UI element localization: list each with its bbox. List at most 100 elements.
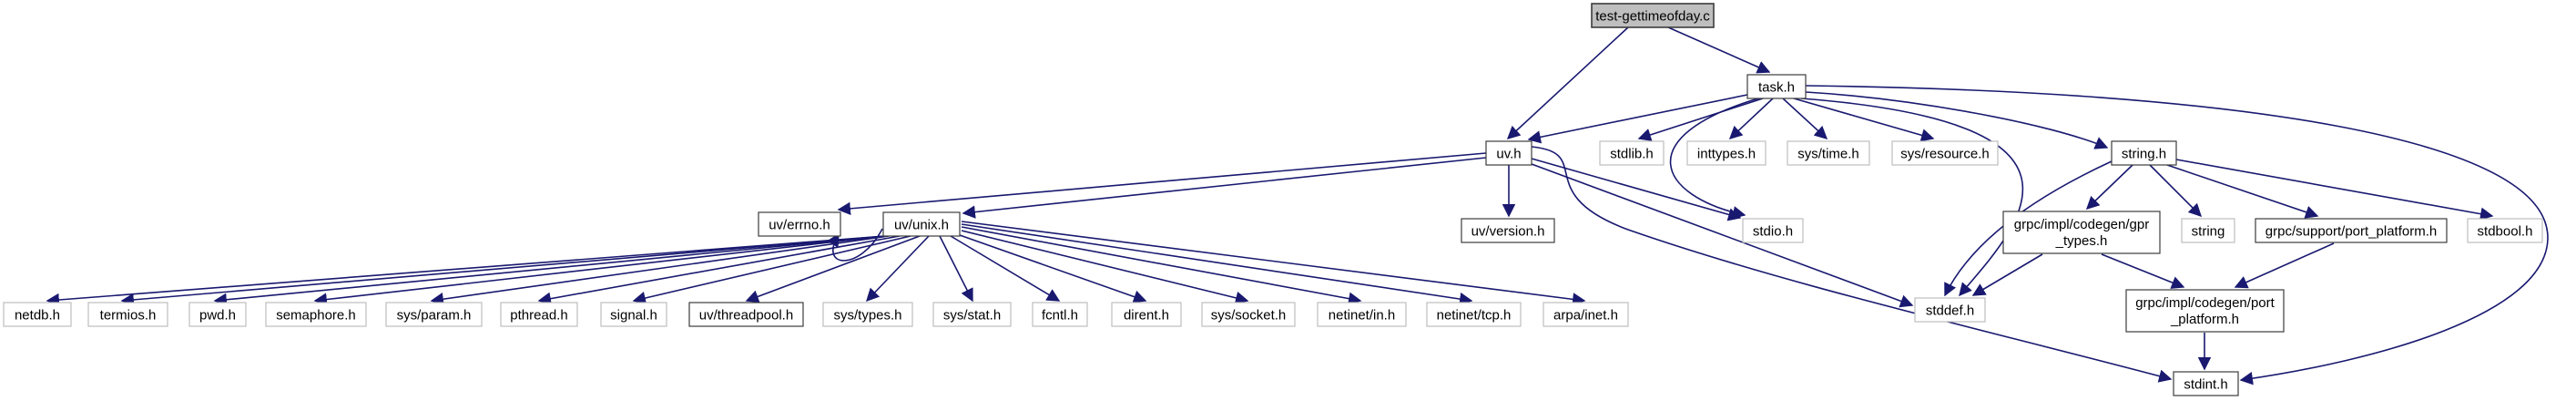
node-label: inttypes.h [1697, 147, 1756, 162]
node-label: arpa/inet.h [1553, 308, 1618, 324]
node-netdb-h: netdb.h [3, 302, 72, 327]
edge-uv-unix-h-to-uv-threadpool-h [745, 235, 921, 303]
node-sys-stat-h: sys/stat.h [932, 302, 1012, 327]
node-label: sys/types.h [833, 308, 901, 324]
edge-string-h-to-stdbool-h [2175, 159, 2494, 221]
edge-gpr-types-h-to-grpc-impl-codegen-port-platform-h [2101, 253, 2185, 289]
node-stddef-h: stddef.h [1914, 297, 1986, 323]
edge-task-h-to-inttypes-h [1728, 98, 1774, 139]
edge-uv-unix-h-to-arpa-inet-h [961, 221, 1586, 306]
node-test-gettimeofday-c: test-gettimeofday.c [1591, 3, 1715, 28]
edge-task-h-to-sys-resource-h [1793, 98, 1935, 142]
node-label: fcntl.h [1042, 308, 1078, 324]
edge-uv-unix-h-to-signal-h [632, 235, 911, 305]
node-termios-h: termios.h [87, 302, 168, 327]
node-sys-resource-h: sys/resource.h [1891, 140, 1999, 166]
edge-string-h-to-gpr-types-h [2085, 164, 2133, 210]
edge-task-h-to-stdio-h [1669, 98, 1759, 220]
node-uv-threadpool-h[interactable]: uv/threadpool.h [688, 302, 804, 327]
edge-test-gettimeofday-c-to-uv-h [1506, 26, 1629, 139]
node-label: sys/param.h [397, 308, 472, 324]
edge-uv-unix-h-to-netinet-tcp-h [961, 223, 1473, 306]
edge-task-h-to-uv-h [1527, 94, 1748, 144]
node-label: netinet/tcp.h [1437, 308, 1512, 324]
node-label: stdint.h [2184, 377, 2227, 393]
node-label: sys/resource.h [1900, 147, 1990, 162]
node-grpc-impl-codegen-port-platform-h[interactable]: grpc/impl/codegen/port_platform.h [2125, 289, 2285, 333]
node-label: grpc/impl/codegen/port_platform.h [2135, 295, 2275, 327]
node-label: semaphore.h [276, 308, 356, 324]
node-stdint-h[interactable]: stdint.h [2173, 371, 2239, 396]
node-arpa-inet-h: arpa/inet.h [1543, 302, 1629, 327]
node-stdlib-h: stdlib.h [1599, 140, 1665, 166]
node-label: sys/stat.h [943, 308, 1001, 324]
edge-uv-unix-h-to-pthread-h [537, 235, 901, 305]
node-uv-unix-h[interactable]: uv/unix.h [882, 211, 961, 237]
edge-uv-unix-h-to-pwd-h [213, 235, 886, 306]
node-stdbool-h: stdbool.h [2467, 218, 2543, 243]
node-gpr-types-h[interactable]: grpc/impl/codegen/gpr_types.h [2002, 211, 2161, 254]
edge-string-h-to-stddef-h [1944, 160, 2113, 297]
node-pwd-h: pwd.h [188, 302, 247, 327]
node-stdio-h: stdio.h [1742, 218, 1804, 243]
node-label: uv/version.h [1471, 224, 1545, 240]
node-dirent-h: dirent.h [1111, 302, 1182, 327]
node-label: test-gettimeofday.c [1595, 9, 1710, 25]
edge-uv-unix-h-to-uv-errno-h [827, 228, 883, 262]
node-netinet-in-h: netinet/in.h [1317, 302, 1407, 327]
edge-uv-unix-h-to-netdb-h [46, 235, 886, 307]
node-string: string [2181, 218, 2235, 243]
node-signal-h: signal.h [600, 302, 667, 327]
node-fcntl-h: fcntl.h [1032, 302, 1088, 327]
node-pthread-h: pthread.h [500, 302, 578, 327]
edge-uv-h-to-stdint-h [1531, 146, 2173, 383]
node-task-h[interactable]: task.h [1746, 74, 1807, 99]
edge-task-h-to-stddef-h [1800, 98, 2024, 297]
edge-test-gettimeofday-c-to-task-h [1667, 26, 1771, 74]
edge-grpc-support-port-platform-h-to-grpc-impl-codegen-port-platform-h [2234, 242, 2335, 289]
node-uv-version-h[interactable]: uv/version.h [1461, 218, 1555, 243]
edge-task-h-to-string-h [1805, 91, 2109, 149]
node-label: termios.h [100, 308, 157, 324]
node-label: stdlib.h [1610, 147, 1654, 162]
node-label: uv/errno.h [769, 218, 830, 233]
node-label: uv.h [1496, 147, 1521, 162]
edge-uv-unix-h-to-sys-socket-h [961, 230, 1249, 304]
node-inttypes-h: inttypes.h [1686, 140, 1767, 166]
node-label: grpc/impl/codegen/gpr_types.h [2014, 217, 2149, 249]
node-label: pwd.h [199, 308, 236, 324]
edge-task-h-to-sys-time-h [1782, 98, 1828, 139]
edge-task-h-to-stdlib-h [1637, 98, 1764, 141]
node-netinet-tcp-h: netinet/tcp.h [1426, 302, 1522, 327]
node-label: dirent.h [1124, 308, 1169, 324]
node-label: stdbool.h [2478, 224, 2533, 240]
node-label: netdb.h [15, 308, 60, 324]
node-uv-h[interactable]: uv.h [1485, 140, 1532, 166]
node-sys-time-h: sys/time.h [1787, 140, 1870, 166]
edge-task-h-to-stdint-h [1805, 85, 2549, 386]
node-label: stdio.h [1753, 224, 1793, 240]
node-string-h[interactable]: string.h [2111, 140, 2177, 166]
edge-uv-h-to-uv-unix-h [962, 157, 1487, 219]
edge-uv-unix-h-to-fcntl-h [950, 235, 1061, 302]
edge-uv-unix-h-to-sys-stat-h [939, 235, 973, 303]
node-uv-errno-h[interactable]: uv/errno.h [758, 211, 841, 237]
edge-uv-h-to-stddef-h [1531, 163, 1914, 308]
edge-uv-unix-h-to-sys-types-h [866, 235, 930, 303]
node-label: sys/time.h [1797, 147, 1859, 162]
edge-uv-unix-h-to-termios-h [120, 235, 886, 307]
node-label: task.h [1758, 80, 1795, 96]
node-label: uv/unix.h [894, 218, 949, 233]
node-label: string.h [2122, 147, 2166, 162]
edge-uv-unix-h-to-semaphore-h [313, 235, 886, 306]
edge-uv-h-to-uv-errno-h [837, 152, 1487, 216]
node-grpc-support-port-platform-h[interactable]: grpc/support/port_platform.h [2255, 218, 2448, 243]
node-label: netinet/in.h [1329, 308, 1395, 324]
edge-string-h-to-string [2149, 164, 2203, 218]
node-label: string [2192, 224, 2225, 240]
edge-uv-h-to-stdio-h [1531, 158, 1742, 221]
node-label: uv/threadpool.h [699, 308, 793, 324]
edge-gpr-types-h-to-stddef-h [1971, 253, 2043, 296]
